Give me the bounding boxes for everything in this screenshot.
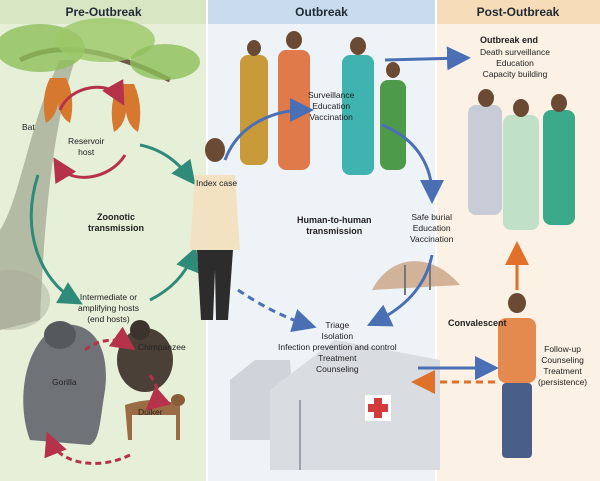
index-case-person [190, 138, 240, 320]
reservoir-cycle-arrow-top [58, 79, 125, 111]
index-to-community-arrow [223, 98, 314, 161]
intermediate-to-index-arrow [149, 246, 199, 302]
bat-to-index-arrow [139, 143, 196, 186]
tree-illustration [0, 18, 200, 330]
burial-to-triage-arrow [366, 254, 434, 327]
index-case-label: Index case [196, 178, 238, 188]
pre-outbreak-title: Pre-Outbreak [65, 5, 142, 19]
gorilla-label: Gorilla [52, 377, 77, 387]
duiker-label: Duiker [138, 407, 163, 417]
post-outbreak-header-bar [436, 0, 600, 24]
outbreak-end-title: Outbreak end [480, 35, 539, 45]
outbreak-community-group [240, 31, 406, 175]
post-outbreak-group [468, 89, 575, 230]
convalescent-label: Convalescent [448, 318, 507, 328]
duiker-to-gorilla-arrow [44, 431, 131, 465]
post-outbreak-title: Post-Outbreak [476, 5, 560, 19]
outbreak-header-bar [207, 0, 436, 24]
reservoir-cycle-arrow-bottom [53, 154, 127, 185]
chimpanzee-label: Chimpanzee [138, 342, 186, 352]
treatment-tents [230, 340, 440, 470]
bat-to-intermediate-arrow [29, 174, 83, 305]
gorilla-to-chimp-arrow [84, 326, 136, 352]
index-to-triage-arrow [237, 288, 317, 333]
community-to-burial-arrow [381, 123, 444, 204]
convalescent-person [498, 293, 536, 458]
outbreak-title: Outbreak [295, 5, 348, 19]
bat-label: Bat [22, 122, 35, 132]
community-to-outbreak-end-arrow [384, 46, 471, 71]
chimp-to-duiker-arrow [145, 374, 172, 411]
